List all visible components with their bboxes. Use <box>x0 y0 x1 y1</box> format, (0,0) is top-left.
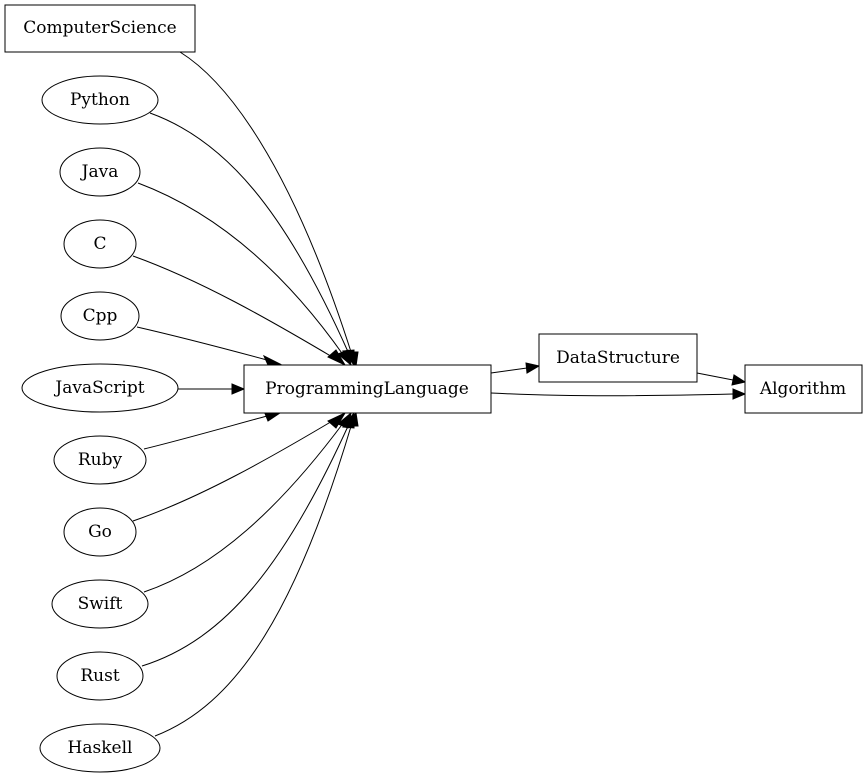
nodes: ComputerScience Python Java C Cpp JavaSc… <box>4 4 863 773</box>
node-c-ellipse <box>63 219 137 269</box>
node-python[interactable]: Python <box>41 75 159 125</box>
node-datastructure-box <box>538 333 698 383</box>
node-rust-ellipse <box>56 651 144 701</box>
node-python-ellipse <box>41 75 159 125</box>
edge-rust-programminglanguage <box>141 423 350 667</box>
node-algorithm[interactable]: Algorithm <box>744 364 863 414</box>
node-javascript-label: JavaScript <box>53 378 144 398</box>
node-java-ellipse <box>59 147 141 197</box>
node-go-ellipse <box>63 507 137 557</box>
node-c[interactable]: C <box>63 219 137 269</box>
node-haskell-label: Haskell <box>68 738 133 758</box>
edges <box>132 51 747 737</box>
edge-datastructure-algorithm <box>696 372 734 381</box>
node-computerscience[interactable]: ComputerScience <box>4 4 196 53</box>
node-rust[interactable]: Rust <box>56 651 144 701</box>
node-c-label: C <box>93 234 106 254</box>
node-algorithm-box <box>744 364 863 414</box>
edge-javascript-programminglanguage-arrow <box>231 383 246 395</box>
edge-go-programminglanguage-arrow <box>327 411 347 429</box>
edge-go-programminglanguage <box>132 419 335 522</box>
node-javascript-ellipse <box>21 363 179 413</box>
edge-haskell-programminglanguage-arrow <box>346 411 359 427</box>
edge-programminglanguage-algorithm <box>490 392 734 397</box>
edge-programminglanguage-datastructure-arrow <box>525 362 541 374</box>
node-algorithm-label: Algorithm <box>759 379 846 399</box>
node-ruby[interactable]: Ruby <box>53 435 147 485</box>
edge-java-programminglanguage <box>137 182 345 357</box>
node-ruby-label: Ruby <box>78 450 123 470</box>
node-datastructure-label: DataStructure <box>556 348 680 368</box>
node-computerscience-label: ComputerScience <box>23 18 176 38</box>
node-programminglanguage-box <box>243 364 492 414</box>
node-swift-ellipse <box>51 579 149 629</box>
node-python-label: Python <box>70 90 130 110</box>
edge-ruby-programminglanguage <box>143 415 268 450</box>
node-programminglanguage-label: ProgrammingLanguage <box>265 379 469 399</box>
edge-datastructure-algorithm-arrow <box>731 374 747 386</box>
node-java[interactable]: Java <box>59 147 141 197</box>
node-swift-label: Swift <box>78 594 123 614</box>
edge-programminglanguage-algorithm-arrow <box>732 388 747 400</box>
node-cpp-ellipse <box>60 291 140 341</box>
edge-cpp-programminglanguage-arrow <box>262 354 282 366</box>
edge-haskell-programminglanguage <box>154 422 353 737</box>
node-ruby-ellipse <box>53 435 147 485</box>
node-rust-label: Rust <box>80 666 119 686</box>
edge-c-programminglanguage <box>132 255 335 359</box>
edge-computerscience-programminglanguage <box>179 51 353 356</box>
edge-swift-programminglanguage <box>143 421 345 593</box>
node-swift[interactable]: Swift <box>51 579 149 629</box>
node-datastructure[interactable]: DataStructure <box>538 333 698 383</box>
node-java-label: Java <box>80 162 119 182</box>
node-haskell-ellipse <box>39 723 161 773</box>
edge-python-programminglanguage <box>149 112 350 355</box>
node-go[interactable]: Go <box>63 507 137 557</box>
edge-c-programminglanguage-arrow <box>327 349 347 367</box>
node-javascript[interactable]: JavaScript <box>21 363 179 413</box>
node-computerscience-box <box>4 4 196 53</box>
edge-java-programminglanguage-arrow <box>337 349 352 367</box>
node-haskell[interactable]: Haskell <box>39 723 161 773</box>
edge-programminglanguage-datastructure <box>490 367 528 374</box>
edge-cpp-programminglanguage <box>136 326 268 361</box>
node-programminglanguage[interactable]: ProgrammingLanguage <box>243 364 492 414</box>
node-cpp-label: Cpp <box>83 306 118 326</box>
node-cpp[interactable]: Cpp <box>60 291 140 341</box>
node-go-label: Go <box>88 522 112 542</box>
